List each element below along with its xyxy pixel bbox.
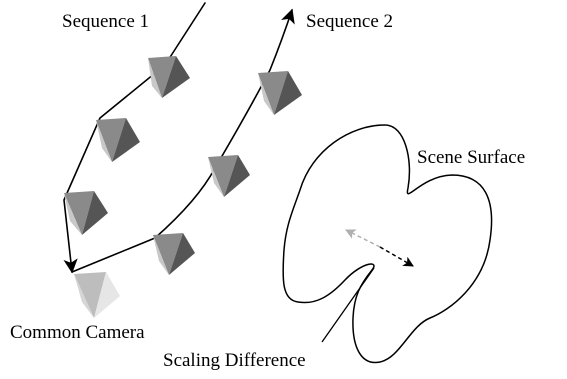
pyramid-camera-icon — [208, 155, 250, 197]
common-camera-icon — [74, 272, 120, 318]
common-camera-label: Common Camera — [10, 322, 145, 343]
scaling-pointer-line — [321, 267, 375, 343]
scaling-arrow-dark — [379, 246, 414, 267]
sequence-2-label: Sequence 2 — [306, 11, 393, 32]
scene-surface-outline — [282, 124, 493, 364]
pyramid-camera-icon — [96, 118, 140, 162]
sequence-2-path — [71, 8, 295, 273]
sequence-1-path — [63, 2, 206, 274]
pyramid-camera-icon — [258, 71, 302, 115]
scene-surface-label: Scene Surface — [417, 147, 525, 168]
scaling-arrow-light — [345, 229, 381, 248]
scaling-difference-label: Scaling Difference — [163, 350, 306, 371]
pyramid-camera-icon — [148, 56, 190, 98]
pyramid-camera-icon — [64, 191, 108, 235]
sequence-1-label: Sequence 1 — [62, 11, 149, 32]
pyramid-camera-icon — [153, 233, 195, 275]
